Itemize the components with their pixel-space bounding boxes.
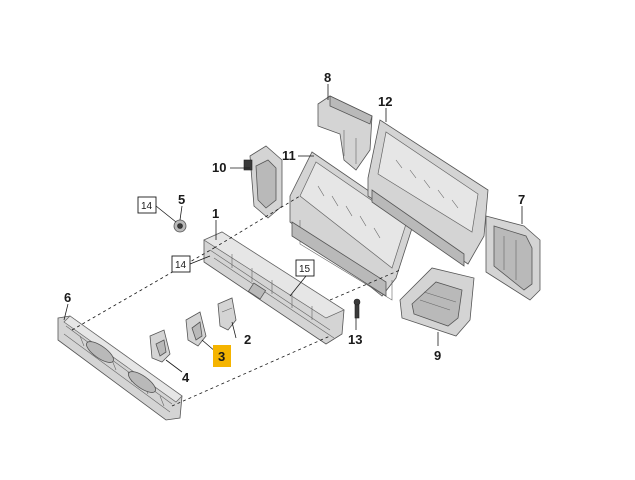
- assembly-lines: [71, 195, 401, 407]
- callout-10: 10: [212, 160, 226, 175]
- callout-9-label: 9: [434, 348, 441, 363]
- callout-1-label: 1: [212, 206, 219, 221]
- callout-10-label: 10: [212, 160, 226, 175]
- callout-2: 2: [244, 332, 251, 347]
- callout-12-label: 12: [378, 94, 392, 109]
- callout-3-label: 3: [218, 349, 225, 364]
- box-label-14-mid: 14: [171, 255, 191, 273]
- leader-lines: [63, 84, 523, 373]
- part-13-pin: [353, 298, 361, 319]
- callout-5-label: 5: [178, 192, 185, 207]
- highlight-box: [213, 345, 231, 367]
- callout-11-label: 11: [282, 148, 296, 163]
- callout-8: 8: [324, 70, 331, 85]
- part-6-lower-grille: [57, 315, 183, 421]
- box-15-text: 15: [299, 264, 311, 275]
- callout-4: 4: [182, 370, 190, 385]
- callout-13-label: 13: [348, 332, 362, 347]
- part-10-side-duct: [243, 145, 283, 219]
- callout-6: 6: [64, 290, 71, 305]
- callout-4-label: 4: [182, 370, 190, 385]
- part-11-radiator-frame: [289, 151, 415, 301]
- part-7-air-guide: [485, 215, 541, 301]
- callout-3-highlight: 3: [213, 345, 231, 367]
- callout-9: 9: [434, 348, 441, 363]
- callout-7-label: 7: [518, 192, 525, 207]
- callout-11: 11: [282, 148, 296, 163]
- box-14-top-text: 14: [141, 201, 153, 212]
- callout-2-label: 2: [244, 332, 251, 347]
- callout-7: 7: [518, 192, 525, 207]
- box-14-mid-text: 14: [175, 260, 187, 271]
- part-3-bracket: [185, 311, 207, 347]
- part-2-bracket: [217, 297, 237, 331]
- callout-13: 13: [348, 332, 362, 347]
- callout-5: 5: [178, 192, 185, 207]
- part-4-bracket: [149, 329, 171, 363]
- part-1-carrier: [203, 231, 345, 345]
- part-9-lower-duct: [399, 267, 475, 337]
- callout-12: 12: [378, 94, 392, 109]
- box-label-15: 15: [295, 259, 315, 277]
- callout-1: 1: [212, 206, 219, 221]
- box-label-14-top: 14: [137, 196, 157, 214]
- callout-6-label: 6: [64, 290, 71, 305]
- part-8-upper-duct: [317, 95, 373, 171]
- callout-8-label: 8: [324, 70, 331, 85]
- part-12-rear-frame: [367, 119, 489, 267]
